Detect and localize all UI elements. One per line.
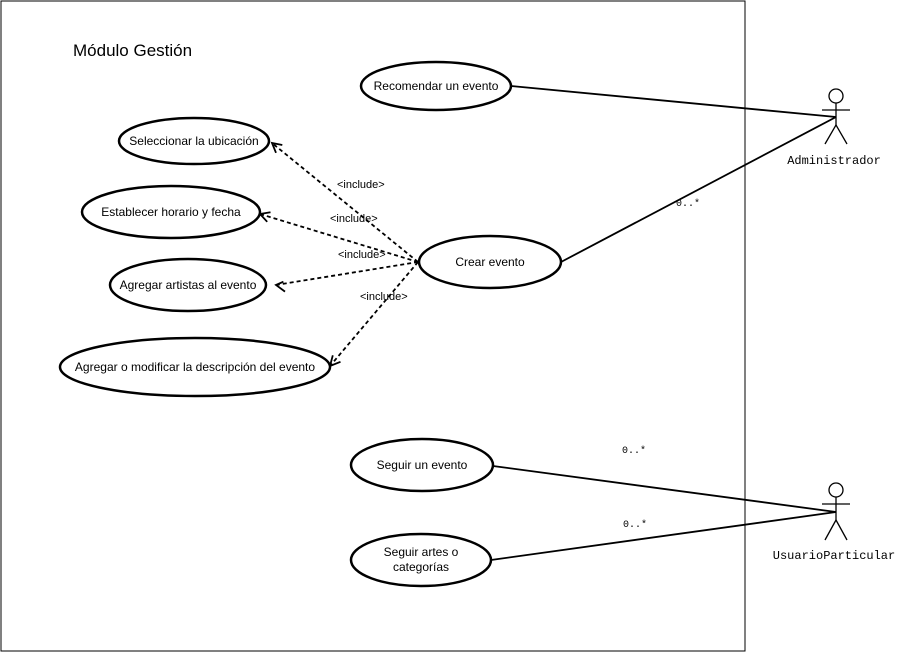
use-case-agregar-descripcion[interactable]: Agregar o modificar la descripción del e… bbox=[58, 336, 332, 398]
use-case-recomendar-evento[interactable]: Recomendar un evento bbox=[359, 60, 513, 112]
stick-figure-icon bbox=[822, 482, 850, 541]
actor-usuario-particular[interactable]: UsuarioParticular bbox=[773, 482, 895, 563]
multiplicity-admin: 0..* bbox=[676, 198, 700, 210]
actor-label: UsuarioParticular bbox=[773, 549, 895, 563]
include-label-descripcion: <include> bbox=[360, 291, 408, 303]
include-arrowhead-ubicacion bbox=[270, 141, 283, 154]
include-arrowhead-artistas bbox=[274, 280, 286, 293]
use-case-label: Agregar artistas al evento bbox=[120, 278, 257, 292]
include-line-descripcion bbox=[329, 261, 419, 367]
use-case-label: Seguir un evento bbox=[377, 458, 468, 472]
assoc-seguir-evento-usuario bbox=[492, 465, 837, 513]
use-case-seleccionar-ubicacion[interactable]: Seleccionar la ubicación bbox=[117, 116, 271, 166]
use-case-label: Seleccionar la ubicación bbox=[129, 134, 258, 148]
use-case-label: Agregar o modificar la descripción del e… bbox=[75, 360, 315, 374]
use-case-establecer-horario[interactable]: Establecer horario y fecha bbox=[80, 184, 262, 240]
include-line-ubicacion bbox=[271, 142, 419, 263]
include-label-artistas: <include> bbox=[338, 249, 386, 261]
multiplicity-seguir-evento: 0..* bbox=[622, 445, 646, 457]
include-line-artistas bbox=[275, 261, 419, 286]
use-case-crear-evento[interactable]: Crear evento bbox=[417, 234, 563, 290]
use-case-label-line-2: categorías bbox=[393, 560, 449, 574]
assoc-recomendar-admin bbox=[510, 85, 837, 118]
include-label-ubicacion: <include> bbox=[337, 179, 385, 191]
assoc-seguir-artes-usuario bbox=[490, 511, 837, 561]
use-case-seguir-artes[interactable]: Seguir artes o categorías bbox=[349, 532, 493, 588]
use-case-label: Recomendar un evento bbox=[374, 79, 499, 93]
use-case-label: Establecer horario y fecha bbox=[101, 205, 241, 219]
actor-administrador[interactable]: Administrador bbox=[787, 88, 881, 168]
use-case-agregar-artistas[interactable]: Agregar artistas al evento bbox=[108, 257, 268, 313]
use-case-label: Crear evento bbox=[455, 255, 525, 269]
assoc-crear-admin bbox=[560, 116, 837, 263]
use-case-seguir-evento[interactable]: Seguir un evento bbox=[349, 437, 495, 493]
multiplicity-seguir-artes: 0..* bbox=[623, 519, 647, 531]
include-label-horario: <include> bbox=[330, 213, 378, 225]
stick-figure-icon bbox=[822, 88, 850, 145]
system-title: Módulo Gestión bbox=[73, 41, 192, 60]
actor-label: Administrador bbox=[787, 154, 881, 168]
use-case-label-line-1: Seguir artes o bbox=[384, 545, 459, 559]
